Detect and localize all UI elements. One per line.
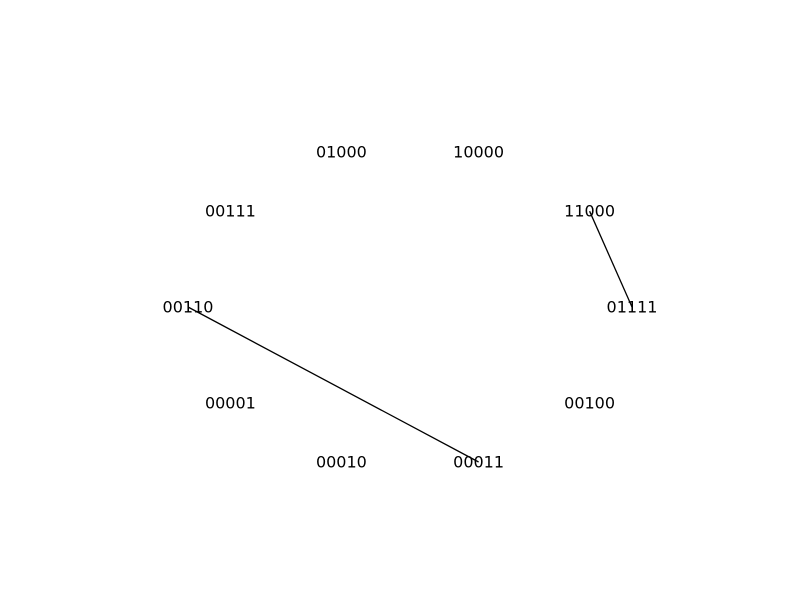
graph-edge — [187, 306, 479, 463]
graph-node-label: 00001 — [205, 393, 256, 412]
graph-edge — [589, 210, 633, 308]
graph-node-label: 11000 — [564, 202, 615, 221]
graph-node-label: 00100 — [564, 393, 615, 412]
graph-node-label: 00011 — [453, 453, 504, 472]
graph-node-label: 00010 — [316, 453, 367, 472]
nodes-layer: 10000 11000 01111 00100 00011 00010 00001 00110… — [163, 143, 658, 472]
edges-layer — [187, 210, 633, 463]
graph-node-label: 01111 — [607, 298, 658, 317]
graph-node-label: 01000 — [316, 143, 367, 162]
graph-node-label: 00110 — [163, 298, 214, 317]
graph-node-label: 10000 — [453, 143, 504, 162]
graph-node-label: 00111 — [205, 202, 256, 221]
